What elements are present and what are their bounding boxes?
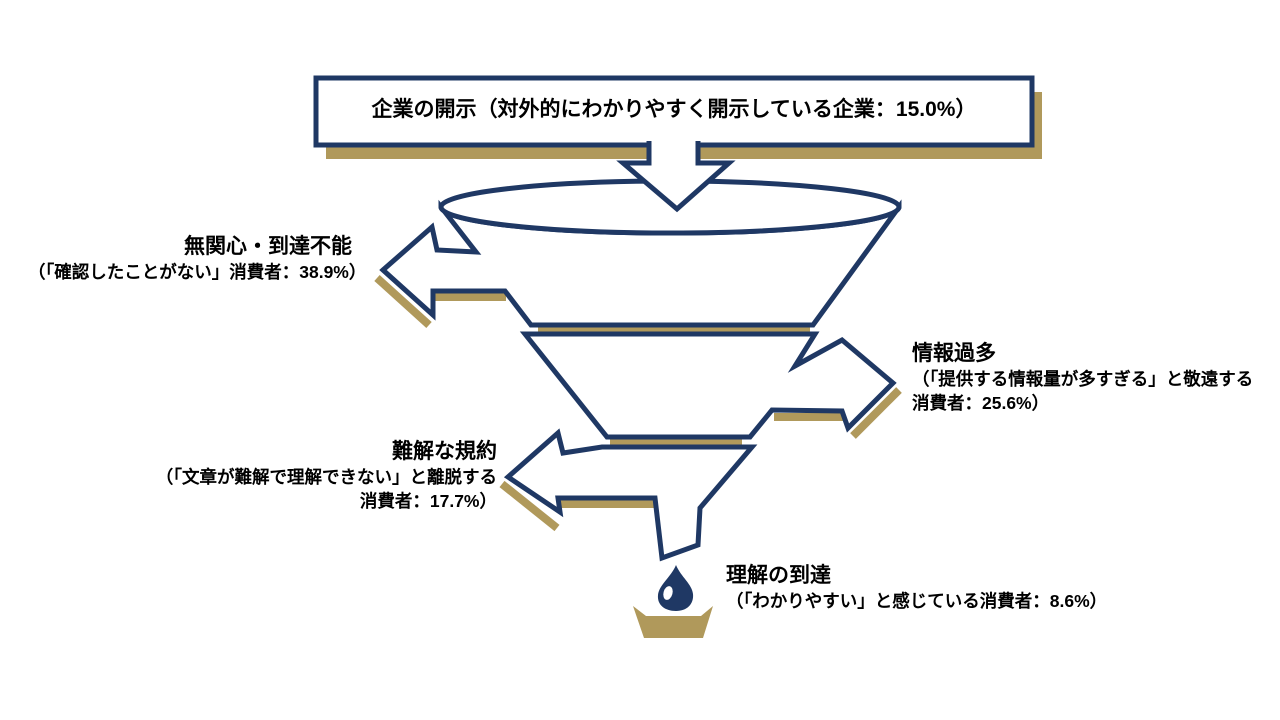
funnel-segment-3 [503, 428, 758, 562]
dropout2-title: 情報過多 [912, 342, 996, 365]
dropout1-title: 無関心・到達不能 [184, 235, 352, 258]
funnel-segment-2 [519, 331, 897, 440]
dropout-label-indifference: 無関心・到達不能 （「確認したことがない」消費者：38.9%） [28, 234, 367, 284]
dropout3-title: 難解な規約 [392, 440, 497, 463]
dropout2-detail-line2: 消費者：25.6%） [912, 393, 1050, 413]
outcome-label-understanding: 理解の到達 （「わかりやすい」と感じている消費者：8.6%） [726, 563, 1266, 613]
right-arrow-head-shadow [850, 387, 902, 439]
dropout2-detail-line1: （「提供する情報量が多すぎる」と敬遠する [912, 369, 1254, 389]
dropout1-detail: （「確認したことがない」消費者：38.9%） [28, 262, 367, 282]
outcome-detail: （「わかりやすい」と感じている消費者：8.6%） [726, 591, 1108, 611]
dropout-label-info-overload: 情報過多 （「提供する情報量が多すぎる」と敬遠する 消費者：25.6%） [912, 341, 1277, 415]
down-arrow-icon [616, 141, 736, 213]
left-arrow1-head-shadow [374, 275, 432, 328]
dish-icon [633, 606, 713, 638]
dropout3-detail-line1: （「文章が難解で理解できない」と離脱する [155, 467, 497, 487]
left-arrow2-head-shadow [499, 480, 560, 532]
outcome-title: 理解の到達 [726, 564, 831, 587]
droplet-icon [657, 565, 694, 611]
dropout3-detail-line2: 消費者：17.7%） [359, 491, 497, 511]
title-box [313, 75, 1035, 148]
title-box-label: 企業の開示（対外的にわかりやすく開示している企業：15.0%） [316, 97, 1032, 123]
droplet-highlight [663, 586, 673, 600]
title-text: 企業の開示（対外的にわかりやすく開示している企業：15.0%） [371, 98, 977, 121]
dropout-label-difficult-terms: 難解な規約 （「文章が難解で理解できない」と離脱する 消費者：17.7%） [96, 439, 497, 513]
